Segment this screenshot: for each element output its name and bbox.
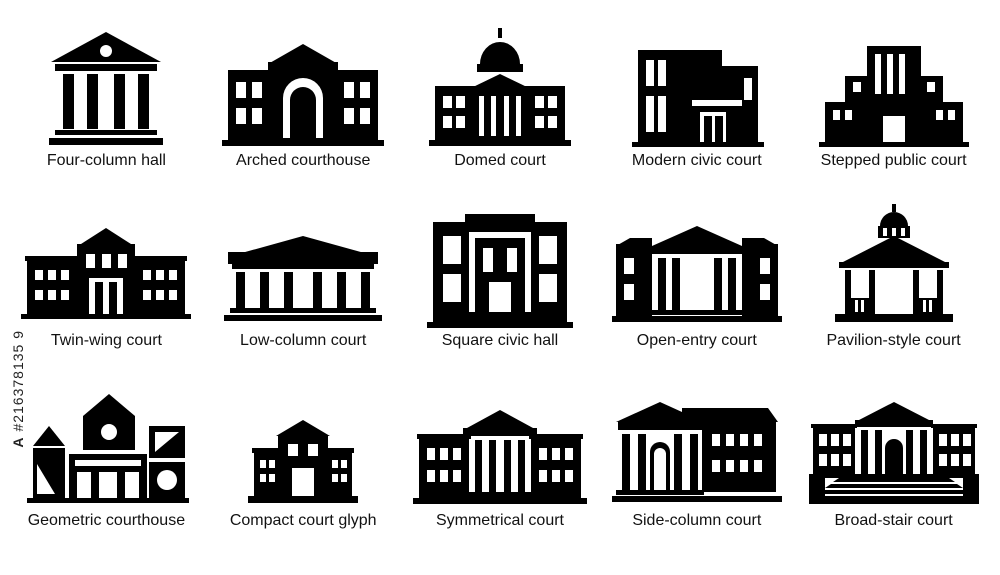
- icon-cell: Broad-stair court: [795, 380, 992, 560]
- low-column-court-icon: [224, 236, 383, 321]
- icon-label: Low-column court: [240, 332, 367, 349]
- icon-label: Domed court: [454, 152, 546, 169]
- arched-courthouse-icon: [222, 44, 385, 146]
- icon-cell: Pavilion-style court: [795, 200, 992, 380]
- square-civic-hall-icon: [426, 214, 573, 328]
- icon-label: Symmetrical court: [435, 512, 564, 529]
- stepped-public-court-icon: [818, 46, 969, 147]
- icon-cell: Arched courthouse: [205, 20, 402, 200]
- icon-label: Geometric courthouse: [27, 512, 186, 529]
- domed-court-icon: [428, 28, 571, 146]
- icon-cell: Compact court glyph: [205, 380, 402, 560]
- icon-cell: Square civic hall: [402, 200, 599, 380]
- icon-label: Stepped public court: [820, 152, 967, 169]
- icon-cell: Stepped public court: [795, 20, 992, 200]
- icon-label: Twin-wing court: [50, 332, 162, 349]
- side-column-court-icon: [611, 402, 782, 502]
- icon-cell: Twin-wing court: [8, 200, 205, 380]
- icon-label: Open-entry court: [636, 332, 757, 349]
- icon-cell: Open-entry court: [598, 200, 795, 380]
- compact-court-glyph-icon: [248, 420, 359, 503]
- icon-cell: Domed court: [402, 20, 599, 200]
- icon-cell: Four-column hall: [8, 20, 205, 200]
- four-column-hall-icon: [49, 32, 164, 145]
- icon-cell: Modern civic court: [598, 20, 795, 200]
- icon-label: Square civic hall: [441, 332, 559, 349]
- twin-wing-court-icon: [21, 228, 192, 319]
- icon-label: Pavilion-style court: [826, 332, 961, 349]
- icon-cell: Side-column court: [598, 380, 795, 560]
- icon-label: Side-column court: [632, 512, 762, 529]
- open-entry-court-icon: [611, 226, 782, 322]
- icon-label: Compact court glyph: [229, 512, 377, 529]
- icon-label: Four-column hall: [46, 152, 166, 169]
- symmetrical-court-icon: [412, 410, 587, 504]
- modern-civic-court-icon: [631, 50, 764, 147]
- broad-stair-court-icon: [808, 402, 979, 504]
- icon-grid: Four-column hall Arched courthouse: [8, 20, 992, 560]
- icon-label: Broad-stair court: [834, 512, 953, 529]
- icon-label: Arched courthouse: [236, 152, 371, 169]
- icon-cell: Symmetrical court: [402, 380, 599, 560]
- icon-cell: Low-column court: [205, 200, 402, 380]
- icon-cell: Geometric courthouse: [8, 380, 205, 560]
- pavilion-style-court-icon: [834, 204, 953, 322]
- icon-label: Modern civic court: [631, 152, 762, 169]
- geometric-courthouse-icon: [27, 394, 190, 503]
